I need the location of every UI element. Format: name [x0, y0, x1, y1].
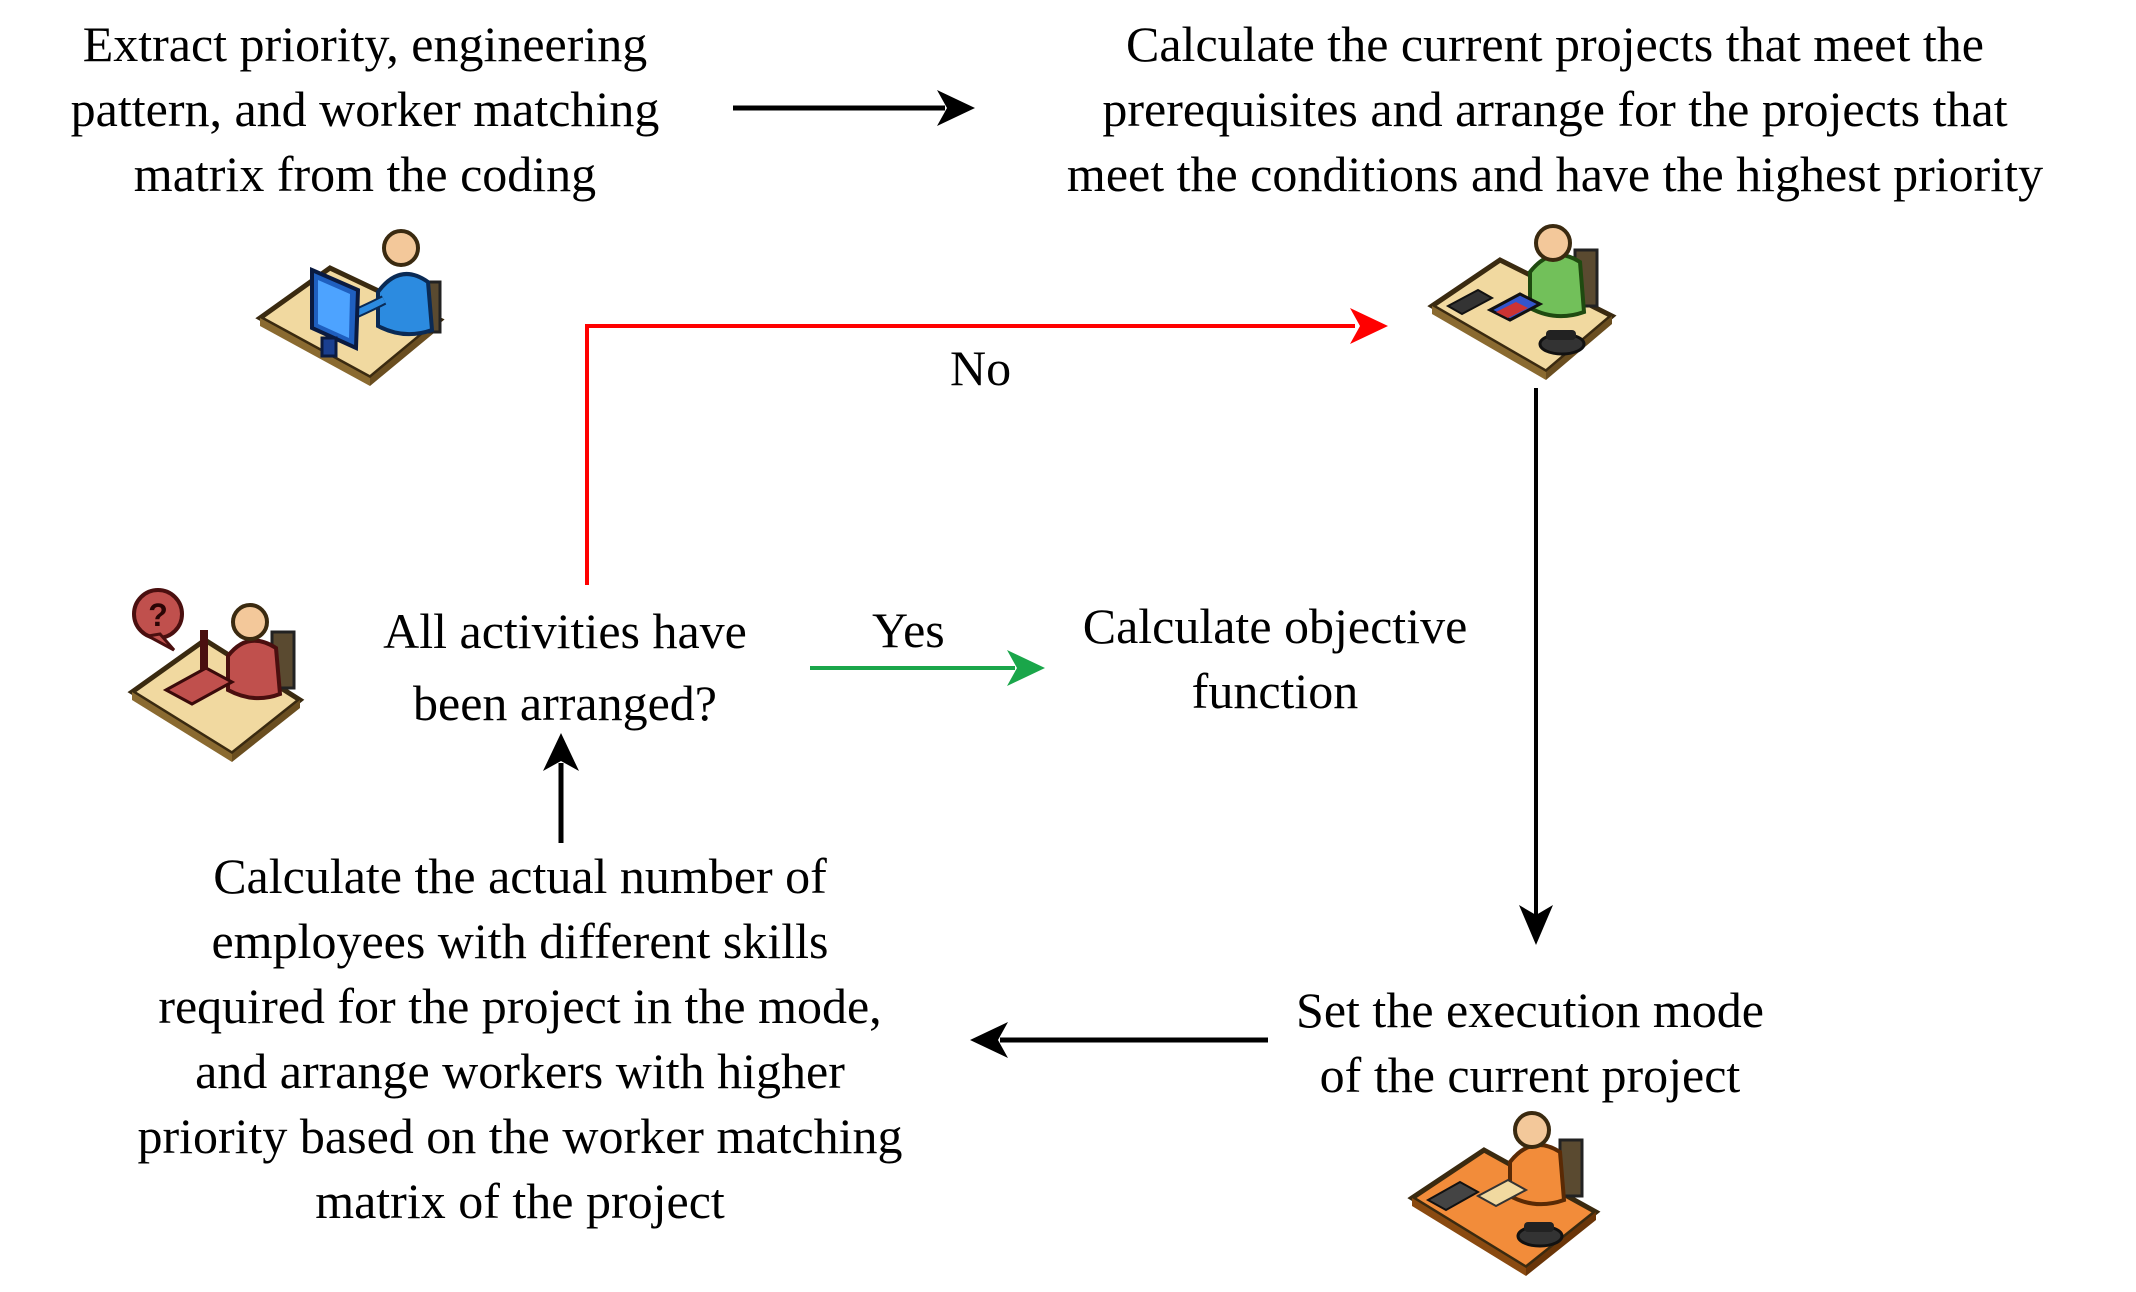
- node-extract-line: pattern, and worker matching: [70, 81, 660, 137]
- arrow-yes: [810, 650, 1045, 686]
- node-calc-projects-line: Calculate the current projects that meet…: [1126, 16, 1984, 72]
- node-decision-line: been arranged?: [413, 675, 717, 731]
- node-decision-line: All activities have: [383, 603, 747, 659]
- node-objective-line: function: [1191, 663, 1359, 719]
- node-calc-employees-line: priority based on the worker matching: [137, 1108, 903, 1164]
- svg-text:?: ?: [148, 597, 168, 633]
- arrow-employees-to-decision: [543, 733, 579, 843]
- node-decision: All activities have been arranged?: [345, 595, 785, 739]
- node-extract: Extract priority, engineering pattern, a…: [10, 12, 720, 207]
- arrow-no: [585, 308, 1388, 585]
- arrow-exec-to-employees: [970, 1022, 1268, 1058]
- node-calc-employees-line: employees with different skills: [211, 913, 829, 969]
- computer-worker-icon: [255, 229, 445, 386]
- arrow-calc-to-exec: [1519, 388, 1553, 945]
- node-calc-projects-line: prerequisites and arrange for the projec…: [1102, 81, 2008, 137]
- node-calc-projects: Calculate the current projects that meet…: [980, 12, 2130, 207]
- question-worker-icon: ?: [127, 588, 305, 762]
- node-calc-employees-line: required for the project in the mode,: [158, 978, 882, 1034]
- arrow-extract-to-calc: [733, 90, 975, 126]
- node-exec-mode-line: of the current project: [1319, 1047, 1741, 1103]
- desk-worker-orange-icon: [1407, 1111, 1601, 1276]
- node-exec-mode: Set the execution mode of the current pr…: [1240, 978, 1820, 1108]
- node-calc-employees-line: Calculate the actual number of: [213, 848, 827, 904]
- edge-label-yes: Yes: [872, 602, 945, 658]
- node-calc-employees-line: and arrange workers with higher: [195, 1043, 845, 1099]
- node-extract-line: Extract priority, engineering: [82, 16, 648, 72]
- node-calc-employees-line: matrix of the project: [315, 1173, 725, 1229]
- node-exec-mode-line: Set the execution mode: [1296, 982, 1764, 1038]
- node-objective: Calculate objective function: [1040, 594, 1510, 724]
- desk-worker-green-icon: [1427, 224, 1617, 380]
- edge-label-no: No: [950, 340, 1012, 396]
- node-calc-projects-line: meet the conditions and have the highest…: [1066, 146, 2044, 202]
- node-objective-line: Calculate objective: [1082, 598, 1468, 654]
- node-extract-line: matrix from the coding: [133, 146, 597, 202]
- node-calc-employees: Calculate the actual number of employees…: [50, 844, 990, 1234]
